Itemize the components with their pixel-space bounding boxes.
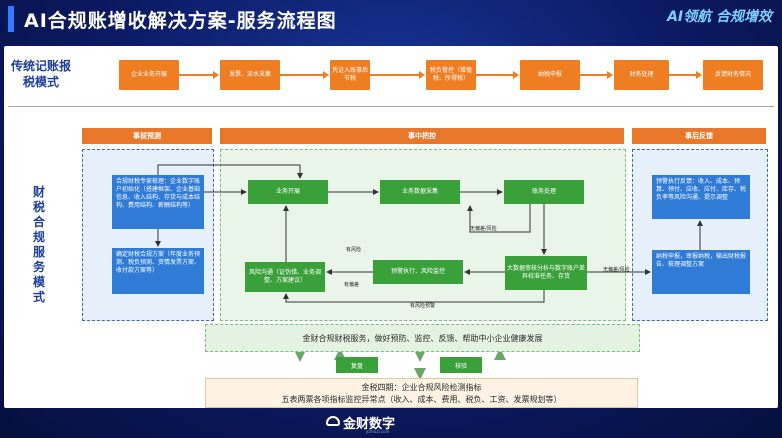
golden-tax-line2: 五表两票各项指标监控异常点（收入、成本、费用、税负、工资、发票规划等） bbox=[281, 395, 562, 404]
trad-arrow-1 bbox=[179, 71, 219, 79]
traditional-label: 传统记账报税模式 bbox=[10, 59, 71, 89]
pre-plan-box: 确定财税合规方案（年度业务预测、税负预测、资情发票方案、收付款方案等） bbox=[112, 248, 204, 294]
trad-step-6: 财务处理 bbox=[614, 60, 669, 90]
trad-step-7: 反馈财务情况 bbox=[703, 60, 763, 90]
trad-step-2: 发票、流水采集 bbox=[220, 60, 280, 90]
risk-comm-box: 风险沟通（证伪错、业务调整、方案建议） bbox=[245, 262, 325, 292]
mid-zone bbox=[220, 149, 626, 321]
title-accent bbox=[8, 6, 14, 32]
trad-arrow-5 bbox=[580, 71, 613, 79]
trad-step-5: 纳税申报 bbox=[520, 60, 580, 90]
service-model-label: 财税合规服务模式 bbox=[32, 185, 45, 304]
edge-label-has-risk: 有风险 bbox=[346, 247, 362, 253]
accounting-box: 账务处理 bbox=[504, 180, 584, 204]
footer-url: jcshuzi.com bbox=[366, 429, 390, 434]
trad-step-4: 税负管控（增值税、所得税） bbox=[426, 60, 476, 90]
business-box: 业务开展 bbox=[248, 180, 328, 204]
trad-step-3: 凭证入账事后节税 bbox=[330, 60, 370, 90]
service-banner: 金财合规财税服务，做好预防、监控、反馈、帮助中小企业健康发展 bbox=[205, 324, 640, 352]
phase-post: 事后反馈 bbox=[632, 128, 766, 144]
data-collect-box: 业务数据采集 bbox=[380, 180, 460, 204]
cloud-logo-icon bbox=[326, 416, 340, 426]
verify-button: 核验 bbox=[440, 357, 482, 373]
edge-label-has-dev: 有偏差 bbox=[344, 282, 360, 288]
brand-logo: AI领航 合规增效 bbox=[667, 9, 772, 25]
review-button: 复盘 bbox=[336, 357, 378, 373]
pre-expert-box: 合规财税专家梳理：企业数字账户初始化（搭建框架、企业基础信息、收入结构、存货与成… bbox=[112, 175, 204, 229]
divider bbox=[8, 106, 774, 107]
trad-arrow-2 bbox=[280, 71, 329, 79]
golden-tax-box: 金税四期：企业合规风险检测指标 五表两票各项指标监控异常点（收入、成本、费用、税… bbox=[205, 378, 638, 408]
edge-label-risk-warn: 有风险预警 bbox=[410, 303, 436, 309]
golden-tax-line1: 金税四期：企业合规风险检测指标 bbox=[361, 383, 482, 392]
edge-label-no-risk-1: 无偏差/风险 bbox=[470, 226, 497, 232]
page-title: AI合规账增收解决方案-服务流程图 bbox=[24, 10, 337, 32]
trad-step-1: 企业业务开展 bbox=[119, 60, 179, 90]
trad-arrow-6 bbox=[669, 71, 702, 79]
post-report-box: 纳税申报，审报纳税，输出财税报告、梳理调整方案 bbox=[652, 250, 750, 294]
edge-label-no-risk-2: 无偏差/风险 bbox=[603, 267, 630, 273]
phase-pre: 事前预测 bbox=[82, 128, 212, 144]
post-feedback-box: 预警执行反馈：收入、成本、预算、预付、应收、应付、库存、税负率等风险沟通、提示调… bbox=[652, 175, 750, 219]
bigdata-box: 大数据审核分析与数字账户差异校准任务、存货 bbox=[505, 256, 587, 290]
footer-logo: 金财数字 bbox=[343, 417, 396, 432]
phase-mid: 事中把控 bbox=[220, 128, 624, 144]
trad-arrow-3 bbox=[370, 71, 425, 79]
warning-exec-box: 预警执行、风险监控 bbox=[373, 260, 463, 284]
trad-arrow-4 bbox=[476, 71, 519, 79]
